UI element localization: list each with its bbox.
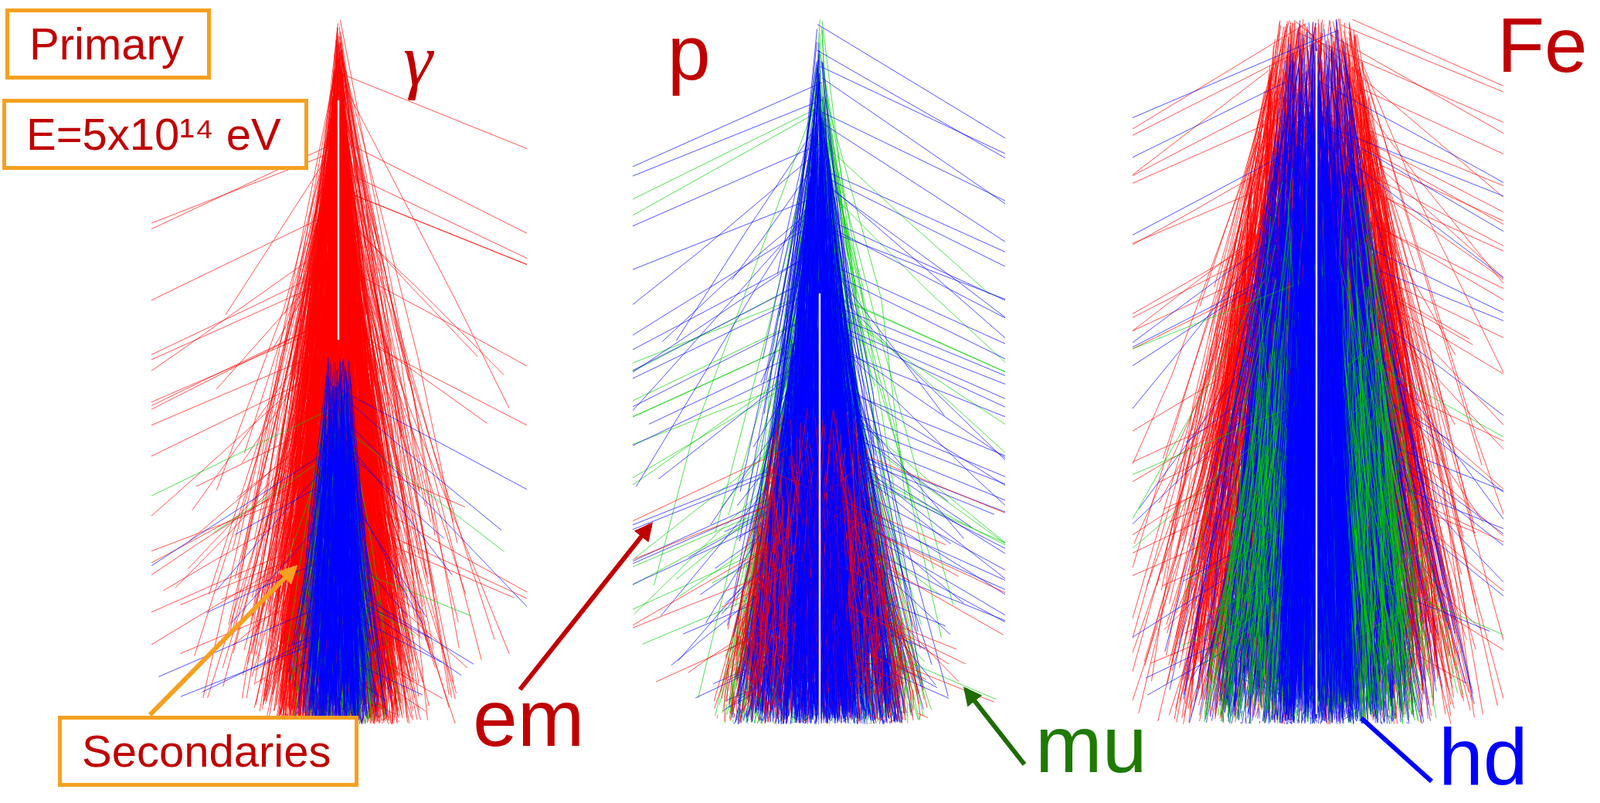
particle-tracks (778, 442, 866, 725)
air-shower (632, 19, 1006, 725)
particle-tracks (151, 20, 527, 725)
primary-label: γ (403, 23, 433, 98)
leader-arrow (519, 525, 651, 690)
air-shower (1132, 18, 1504, 725)
info-box: Secondaries (57, 716, 359, 788)
shower-core (1315, 50, 1319, 715)
component-label: em (472, 678, 585, 759)
leader-line (1361, 718, 1432, 782)
leader-arrow (149, 567, 296, 716)
box-text: E=5x10¹⁴ eV (26, 107, 285, 162)
particle-tracks (632, 24, 1006, 725)
info-box: Primary (5, 8, 211, 80)
primary-label: p (667, 13, 711, 92)
box-text: Primary (29, 16, 187, 72)
component-label: mu (1035, 704, 1147, 785)
component-label: hd (1438, 716, 1529, 798)
box-text: Secondaries (81, 724, 335, 779)
particle-tracks (632, 19, 1006, 725)
particle-tracks (1132, 18, 1504, 725)
info-box: E=5x10¹⁴ eV (2, 98, 309, 170)
particle-tracks (1132, 19, 1504, 725)
primary-label: Fe (1497, 6, 1588, 84)
shower-core (337, 100, 340, 340)
particle-tracks (151, 358, 527, 726)
shower-core (818, 293, 822, 725)
air-shower (151, 20, 527, 725)
leader-arrow (965, 689, 1025, 765)
